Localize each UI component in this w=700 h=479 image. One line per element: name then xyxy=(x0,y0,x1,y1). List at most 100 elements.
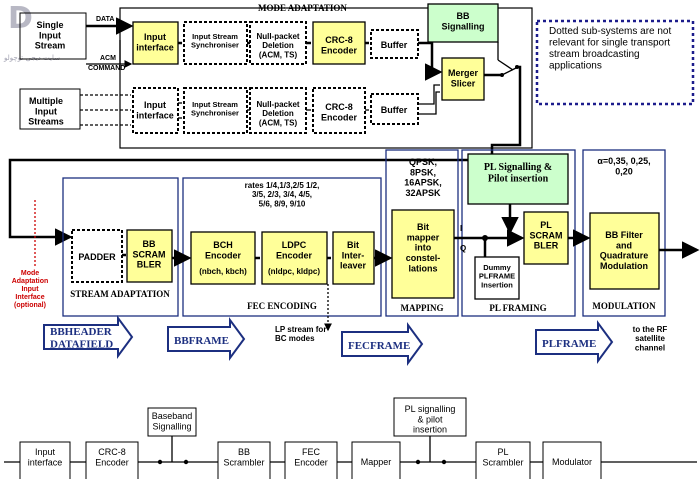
pl-signalling-label: PL Signalling &Pilot insertion xyxy=(484,162,552,185)
mode-adaptation-frame xyxy=(119,7,533,149)
fec-encoding-title: FEC ENCODING xyxy=(247,301,317,311)
plframe-label: PLFRAME xyxy=(542,338,596,350)
padder-label: PADDER xyxy=(78,252,116,262)
null-packet-deletion-block-2 xyxy=(249,87,307,134)
buffer-label-1: Buffer xyxy=(381,40,408,50)
ldpc-params-label: (nldpc, kldpc) xyxy=(268,267,320,276)
bb-scrambler-block xyxy=(126,229,173,283)
s-modulator-label: Modulator xyxy=(552,457,592,467)
alpha-label: α=0,35, 0,25,0,20 xyxy=(597,156,650,176)
single-input-box xyxy=(19,12,87,60)
q-label: Q xyxy=(460,244,466,253)
s-baseband-signalling-block xyxy=(147,407,197,437)
multiple-input-box xyxy=(19,88,81,130)
s-fec-encoder-block xyxy=(284,441,338,479)
padder-block xyxy=(71,229,123,283)
pl-scrambler-block xyxy=(523,211,569,265)
bbframe-label: BBFRAME xyxy=(174,335,229,347)
buffer-block-2 xyxy=(370,93,419,125)
fecframe-arrow xyxy=(341,321,424,367)
input-interface-block-2 xyxy=(132,87,179,134)
dummy-plframe-block xyxy=(474,256,520,300)
mapping-title: MAPPING xyxy=(401,303,444,313)
mode-adaptation-title: MODE ADAPTATION xyxy=(258,3,347,13)
merger-slicer-block xyxy=(441,57,485,101)
bbframe-arrow xyxy=(167,316,246,362)
buffer-label-2: Buffer xyxy=(381,105,408,115)
bit-interleaver-block xyxy=(332,231,375,285)
s-switch-node-3 xyxy=(415,459,421,465)
pl-framing-title: PL FRAMING xyxy=(489,303,546,313)
s-switch-node-4 xyxy=(441,459,447,465)
pl-signalling-block xyxy=(467,153,569,205)
s-input-interface-block xyxy=(19,441,71,479)
command-label: COMMAND xyxy=(88,65,125,72)
acm-label: ACM xyxy=(100,55,116,62)
wire-r1-merger xyxy=(418,41,443,81)
s-switch-node-2 xyxy=(183,459,189,465)
ldpc-encoder-block xyxy=(261,231,328,285)
signalling-switch-leg xyxy=(497,59,514,71)
fec-rates-label: rates 1/4,1/3,2/5 1/2,3/5, 2/3, 3/4, 4/5… xyxy=(245,181,320,208)
s-modulator-block xyxy=(542,441,602,479)
note-box xyxy=(535,19,695,106)
wire-r2-merger-a xyxy=(418,84,440,105)
data-label: DATA xyxy=(96,16,114,23)
s-mapper-block xyxy=(351,441,401,479)
logo-text: سایت دیجی توچولو xyxy=(3,54,60,62)
s-mapper-label: Mapper xyxy=(361,457,392,467)
s-bb-scrambler-block xyxy=(217,441,271,479)
bch-encoder-block xyxy=(190,231,256,285)
crc8-encoder-block xyxy=(312,21,366,65)
bch-params-label: (nbch, kbch) xyxy=(199,267,247,276)
bbheader-arrow xyxy=(43,314,134,360)
fecframe-label: FECFRAME xyxy=(348,340,410,352)
stream-adaptation-frame xyxy=(62,177,179,317)
crc8-encoder-block-2 xyxy=(312,87,366,134)
plframe-arrow xyxy=(535,319,614,365)
wire-r2-merger-b xyxy=(418,91,440,115)
switch-out-wire xyxy=(517,65,522,100)
s-pl-signalling-block xyxy=(393,397,467,437)
stream-adaptation-title: STREAM ADAPTATION xyxy=(70,289,170,299)
fec-encoding-frame xyxy=(182,177,382,317)
stream-synchroniser-block xyxy=(183,21,248,65)
mapping-frame xyxy=(385,149,459,317)
null-packet-deletion-block xyxy=(249,21,307,65)
s-switch-node-1 xyxy=(157,459,163,465)
modulation-title: MODULATION xyxy=(592,301,656,311)
bb-signalling-block xyxy=(427,3,499,43)
i-label: I xyxy=(460,224,462,233)
